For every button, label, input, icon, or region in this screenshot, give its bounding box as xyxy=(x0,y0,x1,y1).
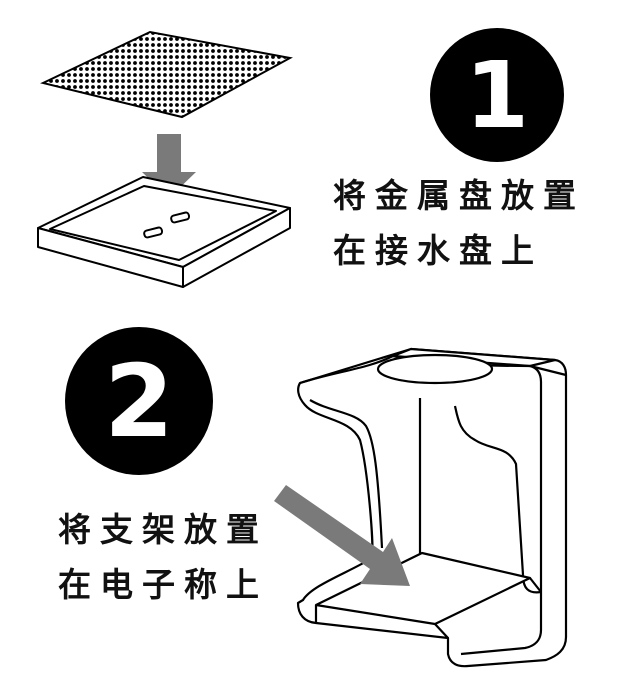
step-1-badge: 1 xyxy=(430,28,564,162)
step-2-line-1: 将支架放置 xyxy=(58,510,268,549)
drip-tray xyxy=(37,176,291,288)
pour-over-stand xyxy=(296,347,568,668)
step-1-line-2: 在接水盘上 xyxy=(333,231,543,270)
step-1-number: 1 xyxy=(464,41,529,149)
metal-plate xyxy=(40,30,293,119)
step-1-line-1: 将金属盘放置 xyxy=(333,176,585,215)
step-2-badge: 2 xyxy=(65,327,213,475)
diagonal-arrow-icon xyxy=(274,485,410,586)
step-2-line-2: 在电子称上 xyxy=(58,565,268,604)
step-2-number: 2 xyxy=(104,342,174,460)
